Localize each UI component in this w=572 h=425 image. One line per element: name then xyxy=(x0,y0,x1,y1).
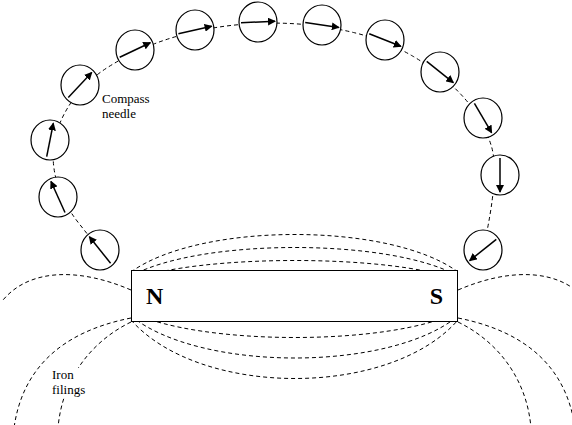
compass-circles xyxy=(31,2,519,270)
bar-magnet: NS xyxy=(131,270,458,322)
pole-label: N xyxy=(146,284,163,308)
pole-label: S xyxy=(430,284,443,308)
annotation-label: Compass needle xyxy=(100,92,166,122)
annotation-label: Iron filings xyxy=(50,368,98,398)
field-line xyxy=(53,23,494,250)
compass-needles xyxy=(47,21,500,263)
